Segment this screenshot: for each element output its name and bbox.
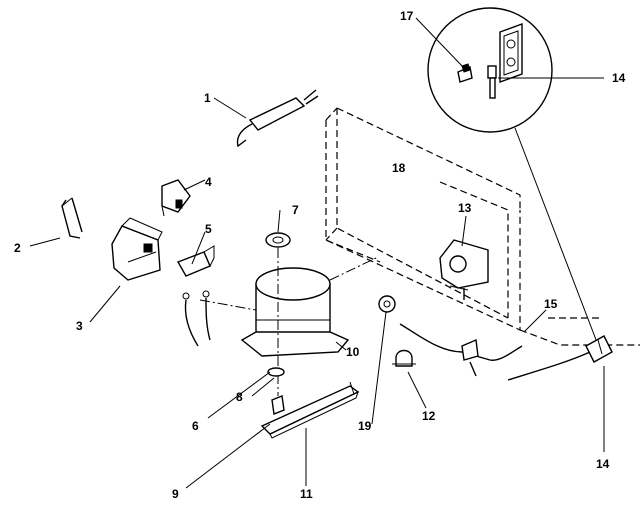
part-4-terminal	[161, 179, 191, 217]
part-5-bracket	[176, 245, 215, 347]
outlet-inset	[427, 7, 599, 346]
part-12-clamp	[392, 349, 416, 367]
part-2-clip	[61, 197, 83, 239]
callout-9: 9	[172, 487, 179, 501]
callout-10: 10	[346, 345, 360, 359]
part-1-sensor	[236, 89, 319, 148]
part-3-relay	[111, 217, 163, 281]
part-13-solenoid	[439, 239, 489, 300]
callout-6: 6	[192, 419, 199, 433]
callout-19: 19	[358, 419, 372, 433]
callout-5: 5	[205, 222, 212, 236]
callout-14-bottom: 14	[596, 457, 610, 471]
part-15-cord	[399, 323, 613, 381]
cabinet-outline	[325, 107, 640, 346]
callout-18: 18	[392, 161, 406, 175]
callout-15: 15	[544, 297, 558, 311]
callout-2: 2	[14, 241, 21, 255]
part-11-rail	[260, 381, 360, 439]
callout-8: 8	[236, 390, 243, 404]
callout-labels: 1 2 3 4 5 6 7 8 9 10 11 12 13 14 14 15 1…	[14, 9, 626, 501]
callout-7: 7	[292, 203, 299, 217]
callout-14-top: 14	[612, 71, 626, 85]
callout-3: 3	[76, 319, 83, 333]
part-19-fitting	[378, 295, 396, 313]
part-10-compressor	[199, 248, 377, 396]
part-7-grommet	[265, 232, 291, 248]
callout-11: 11	[300, 487, 313, 501]
callout-12: 12	[422, 409, 436, 423]
callout-4: 4	[205, 175, 212, 189]
callout-1: 1	[204, 91, 211, 105]
callout-13: 13	[458, 201, 472, 215]
leader-lines	[29, 17, 605, 489]
part-8-grommet	[267, 367, 285, 377]
callout-17: 17	[400, 9, 414, 23]
